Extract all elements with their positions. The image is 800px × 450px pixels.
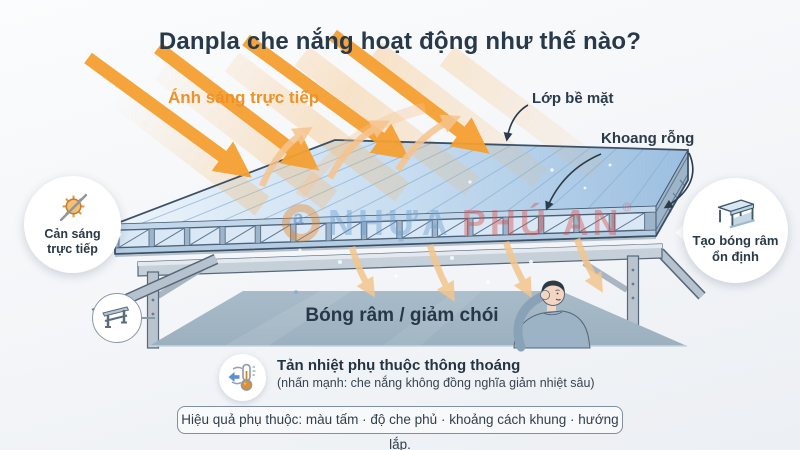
block-light-bubble: Cản sáng trực tiếp [24,176,121,273]
block-light-line2: trực tiếp [47,241,98,256]
person-figure [513,280,591,352]
diffused-light-arrows [348,237,603,302]
direct-light-label: Ánh sáng trực tiếp [168,88,320,107]
label-pointers [503,104,694,211]
hollow-cavity-label: Khoang rỗng [601,130,695,147]
heat-note-subtitle: (nhấn mạnh: che nắng không đồng nghĩa gi… [277,376,595,390]
stable-shade-bubble: Tạo bóng râm ổn định [683,178,788,283]
thermometer-wind-icon [228,363,255,391]
reflected-light-arrows [259,102,462,200]
block-light-line1: Cản sáng [44,226,101,241]
stable-shade-line2: ổn định [712,248,759,264]
stable-shade-line1: Tạo bóng râm [692,233,779,249]
page-title: Danpla che nắng hoạt động như thế nào? [158,28,642,55]
heat-note-title: Tản nhiệt phụ thuộc thông thoáng [277,357,521,374]
support-frame [91,243,706,349]
roof-panel [87,42,689,257]
hollow-cells [118,212,646,248]
sparkle-dots [294,163,612,294]
frame-badge-connector [139,317,155,319]
effectiveness-note-box: Hiệu quả phụ thuộc: màu tấm · độ che phủ… [177,406,623,450]
surface-layer-label: Lớp bề mặt [532,90,614,107]
frame-structure-icon [102,306,130,328]
effectiveness-note-text: Hiệu quả phụ thuộc: màu tấm · độ che phủ… [181,412,619,450]
heat-note: Tản nhiệt phụ thuộc thông thoáng (nhấn m… [277,357,595,390]
canopy-icon [717,199,755,229]
shade-glare-label: Bóng râm / giảm chói [305,305,499,326]
sun-blocked-icon [59,193,88,221]
frame-structure-badge [92,293,142,343]
heat-badge [219,354,266,401]
